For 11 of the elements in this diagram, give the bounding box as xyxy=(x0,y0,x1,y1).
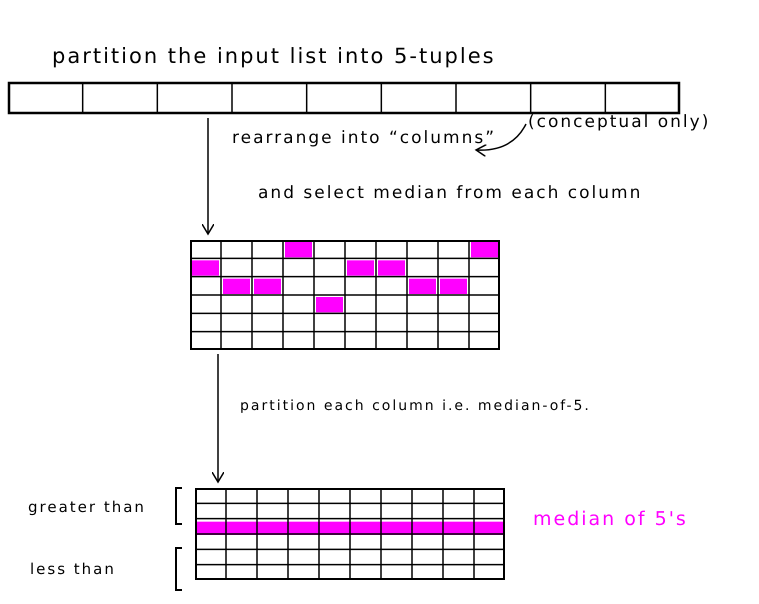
note-text: rearrange into “columns” xyxy=(232,128,496,148)
arrow xyxy=(475,124,527,157)
row-label: median of 5's xyxy=(533,508,688,530)
arrow xyxy=(211,354,225,483)
note-text: (conceptual only) xyxy=(528,112,710,132)
arrow xyxy=(201,118,215,235)
edge-label: partition each column i.e. median-of-5. xyxy=(240,398,591,414)
heading-text: partition the input list into 5-tuples xyxy=(52,44,496,68)
row-label: less than xyxy=(30,560,116,578)
note-text: and select median from each column xyxy=(258,183,642,203)
row-label: greater than xyxy=(28,498,146,516)
